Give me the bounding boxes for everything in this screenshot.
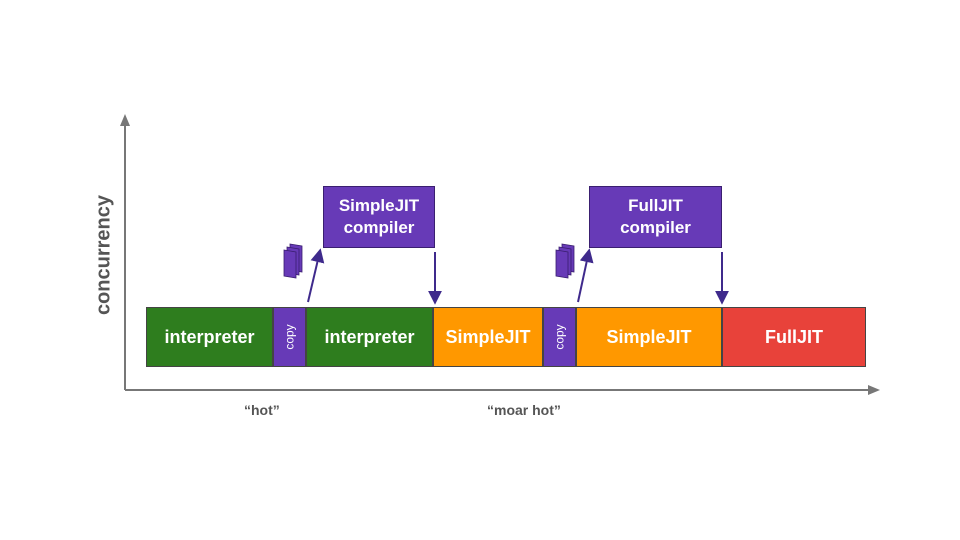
arrow-copy-to-simplejit-compiler	[307, 248, 325, 303]
y-axis-arrowhead	[120, 114, 130, 126]
simplejit-compiler-box: SimpleJIT compiler	[323, 186, 435, 248]
timeline-segment-simplejit: SimpleJIT	[576, 307, 722, 367]
document-stack-icon	[283, 243, 303, 279]
arrow-copy-to-fulljit-compiler	[577, 248, 594, 303]
timeline-segment-fulljit: FullJIT	[722, 307, 866, 367]
annotation-hot: “hot”	[244, 402, 280, 418]
fulljit-compiler-box: FullJIT compiler	[589, 186, 722, 248]
timeline-segment-interpreter: interpreter	[146, 307, 273, 367]
timeline-segment-copy: copy	[543, 307, 576, 367]
timeline-segment-copy: copy	[273, 307, 306, 367]
x-axis-arrowhead	[868, 385, 880, 395]
annotation-moar-hot: “moar hot”	[487, 402, 561, 418]
timeline-segment-simplejit: SimpleJIT	[433, 307, 543, 367]
timeline-segment-interpreter: interpreter	[306, 307, 433, 367]
document-stack-icon	[555, 243, 575, 279]
